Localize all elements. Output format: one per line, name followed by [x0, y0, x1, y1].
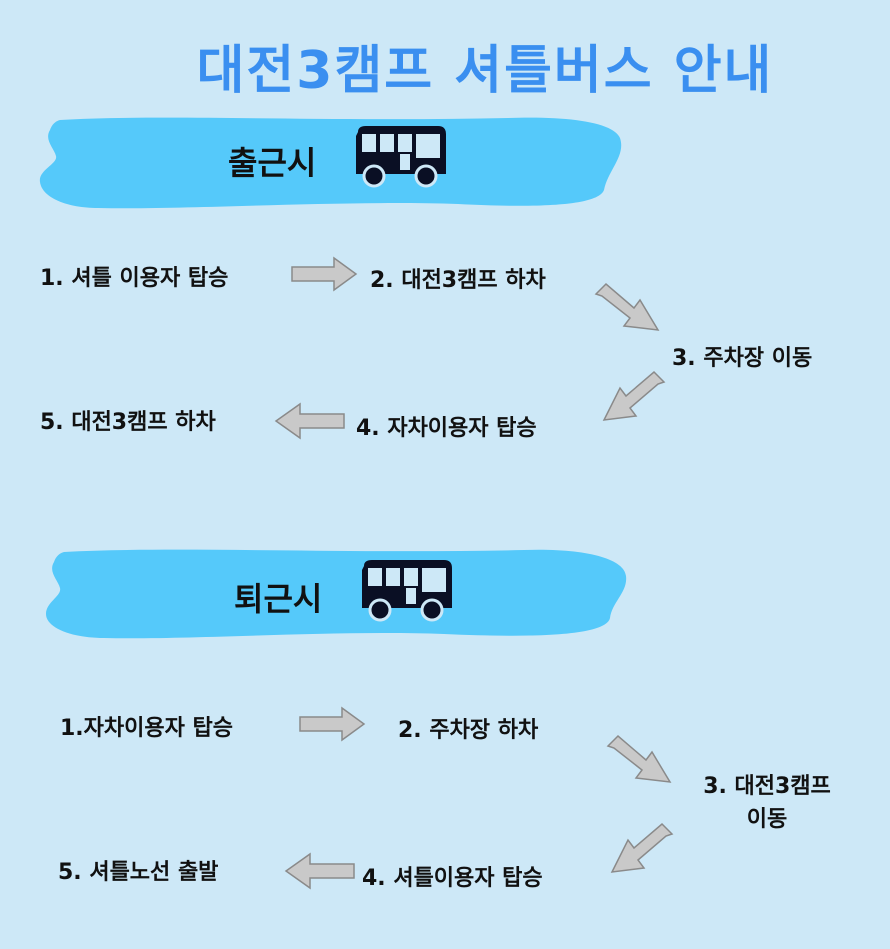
evening-step-1: 1.자차이용자 탑승 [60, 716, 234, 741]
morning-step-4: 4. 자차이용자 탑승 [356, 416, 537, 441]
brush-stroke-shape [39, 117, 622, 209]
arrow-left-icon [274, 402, 346, 440]
section-label-evening: 퇴근시 [234, 580, 323, 618]
arrow-down-right-icon [594, 280, 660, 332]
arrow-down-right-icon [606, 732, 672, 784]
page-title: 대전3캠프 셔틀버스 안내 [196, 41, 774, 101]
evening-step-3-line-1: 3. 대전3캠프 [703, 774, 831, 799]
banner-evening [44, 546, 630, 642]
arrow-right-icon [290, 256, 358, 292]
arrow-down-left-icon [610, 820, 674, 874]
morning-step-2: 2. 대전3캠프 하차 [370, 268, 546, 293]
bus-icon [352, 124, 450, 194]
evening-step-5: 5. 셔틀노선 출발 [58, 860, 219, 885]
bus-icon [358, 558, 456, 628]
banner-morning [38, 112, 628, 212]
morning-step-1: 1. 셔틀 이용자 탑승 [40, 266, 229, 291]
morning-step-5: 5. 대전3캠프 하차 [40, 410, 216, 435]
arrow-down-left-icon [602, 368, 666, 422]
evening-step-3-line-2: 이동 [746, 807, 788, 832]
morning-step-3: 3. 주차장 이동 [672, 346, 813, 371]
brush-stroke-shape [46, 549, 627, 639]
section-label-morning: 출근시 [228, 144, 317, 182]
arrow-right-icon [298, 706, 366, 742]
evening-step-2: 2. 주차장 하차 [398, 718, 539, 743]
evening-step-3: 3. 대전3캠프 이동 [672, 770, 862, 836]
arrow-left-icon [284, 852, 356, 890]
evening-step-4: 4. 셔틀이용자 탑승 [362, 866, 543, 891]
